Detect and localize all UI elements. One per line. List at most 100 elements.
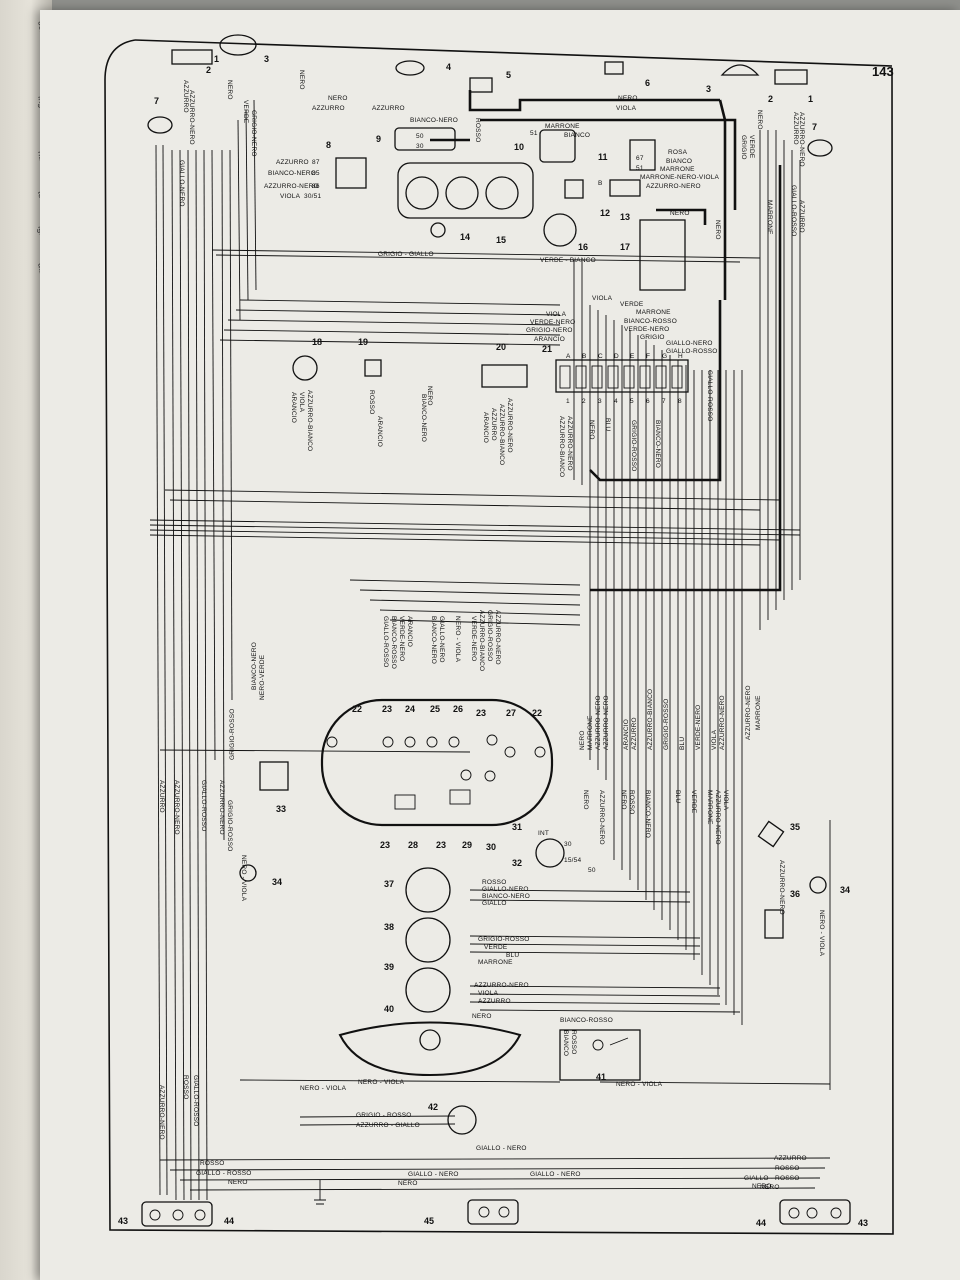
wire-label: BIANCO-NERO xyxy=(420,394,427,442)
fuse-box-21 xyxy=(555,359,689,393)
label-n32: 32 xyxy=(512,858,522,868)
battery-17 xyxy=(639,219,686,291)
label-n6: 6 xyxy=(645,78,650,88)
label-n42: 42 xyxy=(428,1102,438,1112)
wire-label: GRIGIO-ROSSO xyxy=(486,610,493,662)
label-n8: 8 xyxy=(326,140,331,150)
label-n22: 22 xyxy=(352,704,362,714)
plate-light-45 xyxy=(467,1199,519,1225)
label-n29: 29 xyxy=(462,840,472,850)
wire-label: MARRONE xyxy=(478,959,513,966)
wire-label: AZZURRO-NERO xyxy=(745,685,752,740)
wire-label: NERO xyxy=(752,1183,772,1190)
wire-label: ARANCIO xyxy=(623,719,630,750)
fuse-number: 2 xyxy=(582,398,586,405)
label-n45: 45 xyxy=(424,1216,434,1226)
wire-label: NERO xyxy=(328,95,348,102)
label-n23c: 23 xyxy=(380,840,390,850)
wire-label: GRIGIO-NERO xyxy=(250,110,257,157)
terminal-b: B xyxy=(598,180,603,187)
wire-label: NERO xyxy=(298,70,305,90)
label-n30: 30 xyxy=(486,842,496,852)
wiper-motor xyxy=(395,60,425,76)
fuse-number: 1 xyxy=(566,398,570,405)
fuse-letter: H xyxy=(678,353,683,360)
terminal-30-51: 30/51 xyxy=(304,193,321,200)
relay-20 xyxy=(481,364,528,388)
regulator-11 xyxy=(629,139,656,171)
wire-label: GRIGIO-ROSSO xyxy=(226,800,233,852)
diagram-frame xyxy=(104,39,894,1235)
wire-label: AZZURRO-NERO xyxy=(714,790,721,845)
label-n20: 20 xyxy=(496,342,506,352)
steering-wheel-40 xyxy=(338,1021,522,1077)
wire-label: NERO xyxy=(760,1184,780,1191)
sensor-12 xyxy=(564,179,584,199)
distributor-16 xyxy=(543,213,577,247)
wire-label: VERDE-NERO xyxy=(695,705,702,750)
wire-label: AZZURRO xyxy=(182,80,189,113)
label-n5: 5 xyxy=(506,70,511,80)
wire-label: VERDE xyxy=(690,790,697,814)
wire-label: NERO xyxy=(714,220,721,240)
wire-label: ROSSO xyxy=(474,118,481,142)
wire-label: GIALLO-NERO xyxy=(482,886,529,893)
wire-label: NERO-VERDE xyxy=(259,654,266,700)
switch-6 xyxy=(604,61,624,75)
fuse-letter: D xyxy=(614,353,619,360)
wire-label: AZZURRO-NERO xyxy=(646,183,701,190)
wire-label: ARANCIO xyxy=(376,416,383,447)
label-n22b: 22 xyxy=(532,708,542,718)
wire-label: BIANCO xyxy=(562,1030,569,1056)
wire-label: AZZURRO-NERO xyxy=(494,610,501,665)
wire-label: GIALLO-ROSSO xyxy=(666,348,718,355)
wire-label: MARRONE xyxy=(766,200,773,235)
wire-label: NERO xyxy=(670,210,690,217)
wire-label: NERO xyxy=(228,1179,248,1186)
fuse-letter: A xyxy=(566,353,571,360)
wire-label: VIOLA xyxy=(546,311,567,318)
wire-label: GRIGIO-ROSSO xyxy=(229,708,236,760)
light-cluster-right xyxy=(774,69,808,85)
wire-label: AZZURRO-NERO xyxy=(719,695,726,750)
terminal-85: 85 xyxy=(312,170,320,177)
label-n28: 28 xyxy=(408,840,418,850)
light-cluster-left xyxy=(171,49,213,65)
wire-label: GIALLO - NERO xyxy=(476,1145,527,1152)
wire-label: ROSA xyxy=(668,149,688,156)
side-light-right xyxy=(807,139,833,157)
fuse-number: 5 xyxy=(630,398,634,405)
wire-label: NERO xyxy=(588,420,595,440)
wire-label: GIALLO - ROSSO xyxy=(196,1170,252,1177)
wire-label: MARRONE xyxy=(706,790,713,825)
label-n23a: 23 xyxy=(382,704,392,714)
rear-light-right xyxy=(779,1199,851,1225)
terminal-labels: 87 85 86 30/51 50 30 51 67 51 B INT 30 1… xyxy=(304,130,644,874)
wire-label: NERO xyxy=(472,1013,492,1020)
wire-label: GRIGIO - GIALLO xyxy=(378,251,434,258)
switch-39 xyxy=(405,967,451,1013)
wire-label: BIANCO-NERO xyxy=(482,893,530,900)
label-n23d: 23 xyxy=(436,840,446,850)
wire-label: AZZURRO-NERO xyxy=(264,183,319,190)
fuse-letter: G xyxy=(662,353,667,360)
wire-label: VIOLA xyxy=(711,729,718,750)
fuse-number: 7 xyxy=(662,398,666,405)
label-n11: 11 xyxy=(598,152,608,162)
wire-label: AZZURRO xyxy=(312,105,345,112)
wire-label: AZZURRO-NERO xyxy=(188,90,195,145)
terminal-50b: 50 xyxy=(588,867,596,874)
wire-label: ROSSO xyxy=(775,1165,799,1172)
wire-label: VERDE - BIANCO xyxy=(540,257,596,264)
label-n3r: 3 xyxy=(706,84,711,94)
wire-label: VERDE xyxy=(242,100,249,124)
wire-label: GIALLO-NERO xyxy=(438,616,445,663)
wire-label: ROSSO xyxy=(628,790,635,814)
wire-label: AZZURRO-NERO xyxy=(158,1085,165,1140)
wire-label: VERDE xyxy=(484,944,508,951)
wire-label: AZZURRO-NERO xyxy=(798,112,805,167)
wire-label: GIALLO - NERO xyxy=(530,1171,581,1178)
label-n26: 26 xyxy=(453,704,463,714)
terminal-51: 51 xyxy=(530,130,538,137)
wire-label: VIOLA xyxy=(478,990,499,997)
